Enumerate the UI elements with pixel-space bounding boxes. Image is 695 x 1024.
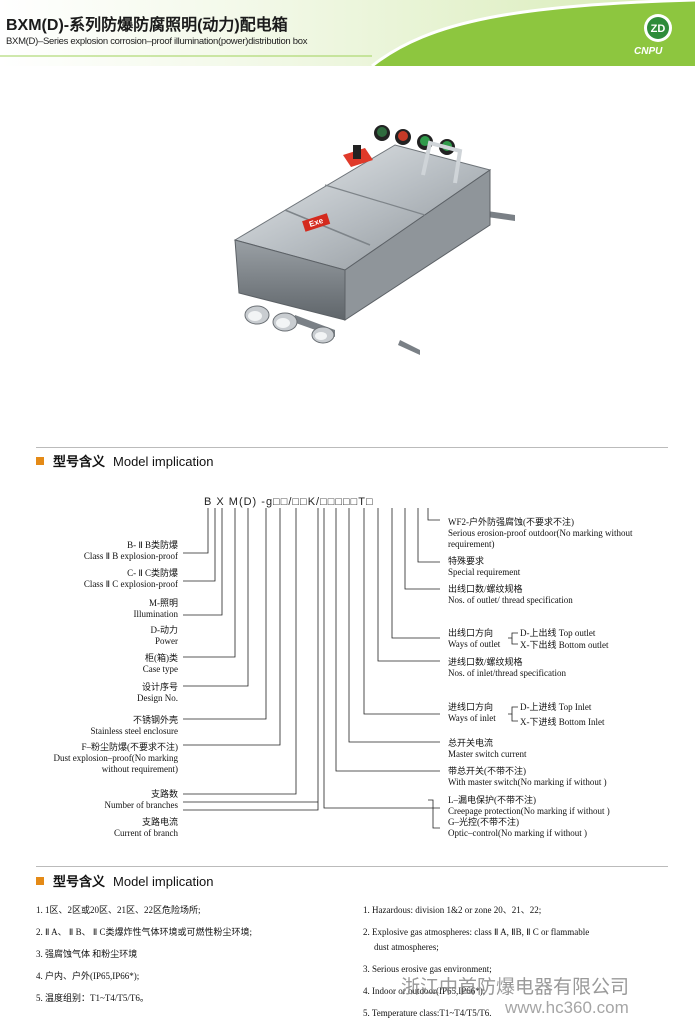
watermark-company: 浙江中首防爆电器有限公司 bbox=[401, 976, 630, 998]
label-inlet-top: D-上进线 Top Inlet bbox=[520, 702, 592, 712]
page-title: BXM(D)-系列防爆防腐照明(动力)配电箱 bbox=[6, 17, 288, 34]
note-en-3: 3. Serious erosive gas environment; bbox=[363, 964, 492, 974]
note-en-1: 1. Hazardous: division 1&2 or zone 20、21… bbox=[363, 905, 542, 915]
exe-badge: Exe bbox=[308, 216, 325, 229]
bullet-square-icon bbox=[36, 457, 44, 465]
label-with-switch: 带总开关(不带不注)With master switch(No marking … bbox=[448, 766, 607, 787]
label-dust-proof: F–粉尘防爆(不要求不注)Dust explosion–proof(No mar… bbox=[53, 742, 178, 774]
notes-english: 1. Hazardous: division 1&2 or zone 20、21… bbox=[363, 905, 589, 1019]
page-header: BXM(D)-系列防爆防腐照明(动力)配电箱 BXM(D)–Series exp… bbox=[0, 0, 695, 66]
note-cn-4: 4. 户内、户外(IP65,IP66*); bbox=[36, 971, 140, 981]
header-banner bbox=[0, 0, 695, 66]
label-outlet-top: D-上出线 Top outlet bbox=[520, 628, 596, 638]
label-outlet-bottom: X-下出线 Bottom outlet bbox=[520, 640, 609, 650]
label-inlet-bottom: X-下进线 Bottom Inlet bbox=[520, 717, 605, 727]
product-photo: Exe bbox=[233, 125, 515, 355]
note-cn-1: 1. 1区、2区或20区、21区、22区危险场所; bbox=[36, 905, 201, 915]
note-en-2b: dust atmospheres; bbox=[374, 942, 439, 952]
note-en-4: 4. Indoor or outdoor(IP65,IP66*); bbox=[363, 986, 486, 996]
section-divider bbox=[36, 866, 668, 867]
note-cn-2: 2. Ⅱ A、 Ⅱ B、 Ⅱ C类爆炸性气体环境或可燃性粉尘环境; bbox=[36, 927, 253, 937]
model-code: B X M(D) -g□□/□□K/□□□□□T□ bbox=[204, 496, 374, 508]
label-leakage: L–漏电保护(不带不注)Creepage protection(No marki… bbox=[448, 795, 610, 838]
notes-chinese: 1. 1区、2区或20区、21区、22区危险场所; 2. Ⅱ A、 Ⅱ B、 Ⅱ… bbox=[36, 905, 252, 1004]
bullet-square-icon bbox=[36, 877, 44, 885]
page-subtitle: BXM(D)–Series explosion corrosion–proof … bbox=[6, 36, 308, 47]
note-en-5: 5. Temperature class:T1~T4/T5/T6. bbox=[363, 1008, 492, 1018]
watermark-url: www.hc360.com bbox=[505, 998, 629, 1017]
note-en-2: 2. Explosive gas atmospheres: class Ⅱ A,… bbox=[363, 927, 590, 937]
note-cn-3: 3. 强腐蚀气体 和粉尘环境 bbox=[36, 949, 138, 959]
note-cn-5: 5. 温度组别：T1~T4/T5/T6。 bbox=[36, 993, 149, 1003]
section-divider bbox=[36, 447, 668, 448]
brand-logo-icon: ZD bbox=[644, 14, 672, 42]
logo-mark: ZD bbox=[651, 23, 666, 35]
label-wf2: WF2-户外防强腐蚀(不要求不注)Serious erosion-proof o… bbox=[448, 517, 633, 549]
logo-text: CNPU bbox=[634, 46, 663, 57]
model-diagram-lines bbox=[183, 508, 518, 829]
